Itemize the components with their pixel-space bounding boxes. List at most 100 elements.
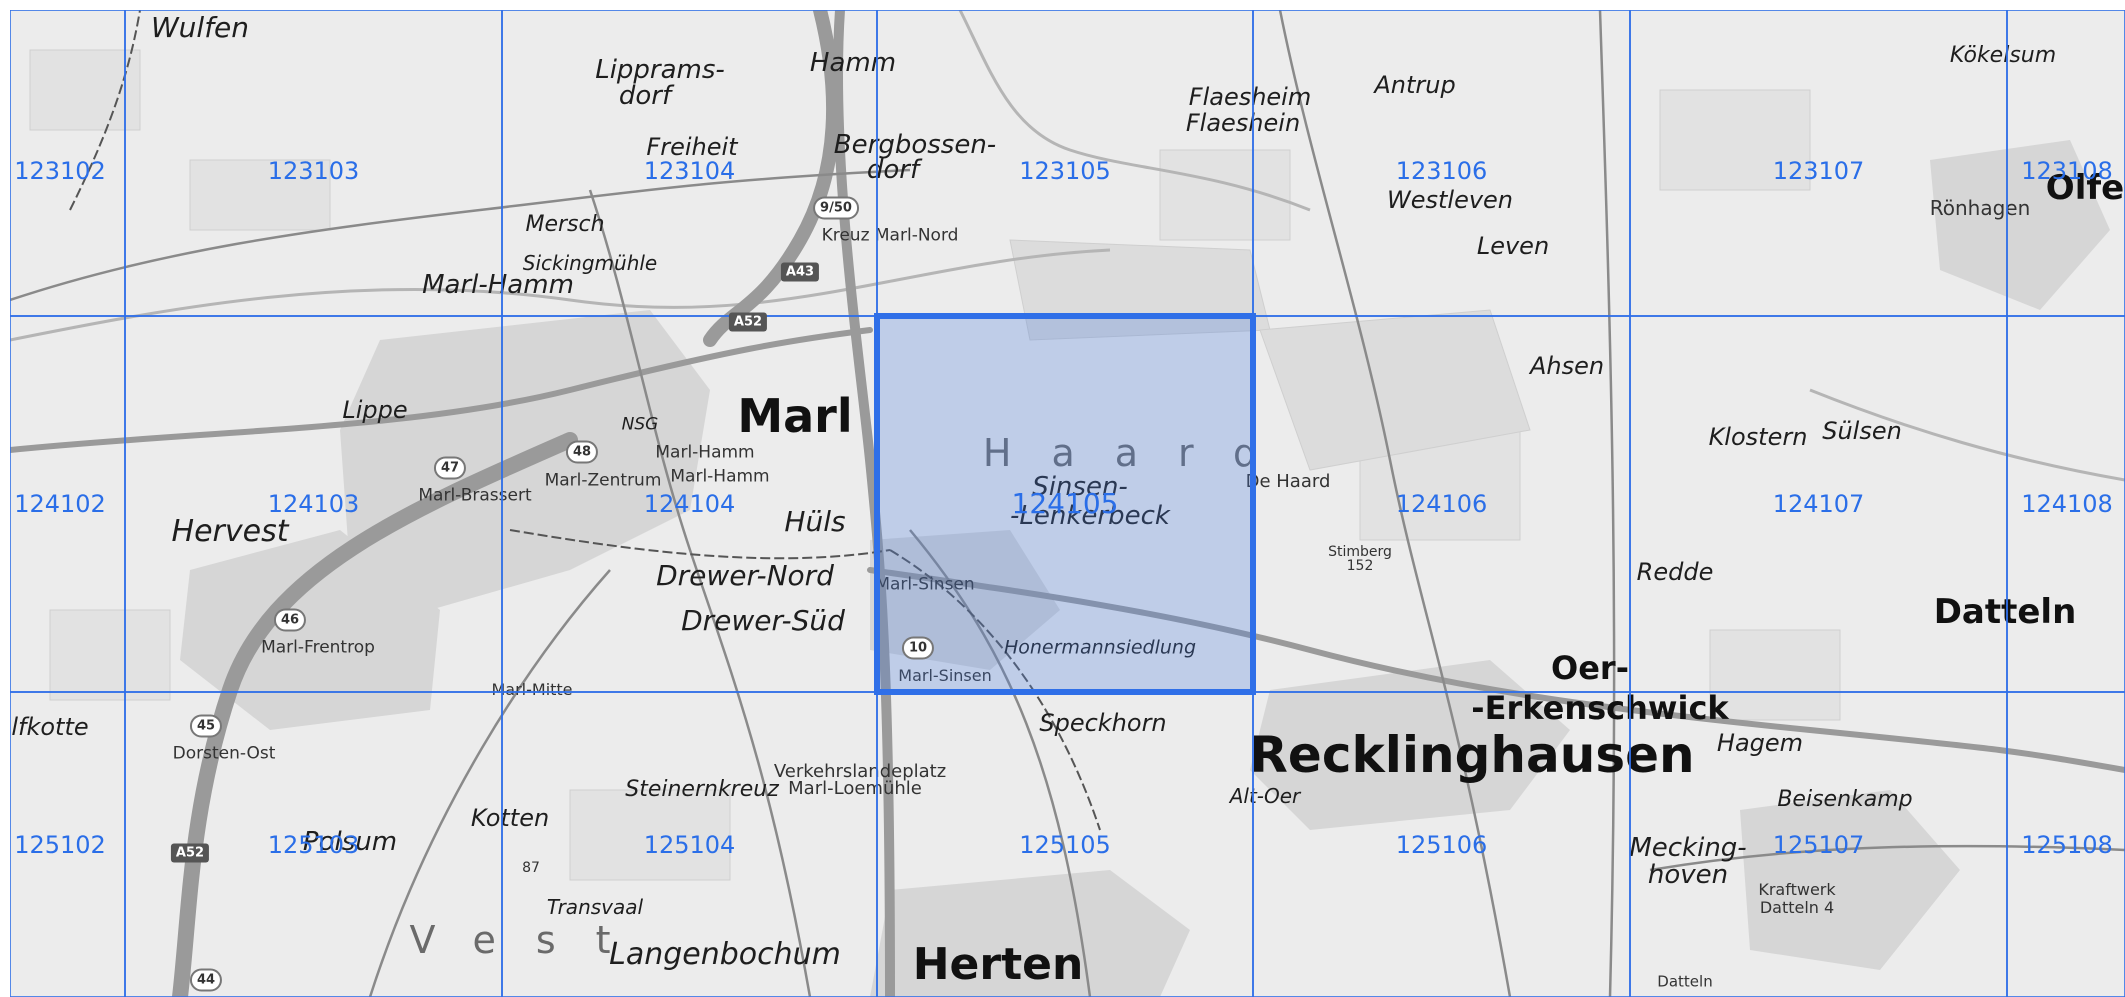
place-label-leven: Leven xyxy=(1476,232,1550,260)
place-label-verkehrs: Verkehrslandeplatz xyxy=(773,761,947,782)
place-label-ronhagen: Rönhagen xyxy=(1929,196,2031,220)
place-label-marlsinsen: Marl-Sinsen xyxy=(875,574,975,595)
place-label-lipprams: Lipprams- xyxy=(595,55,725,85)
place-label-altoer: Alt-Oer xyxy=(1229,784,1301,808)
road-badge-a43: A43 xyxy=(780,262,820,282)
place-label-klostern: Klostern xyxy=(1708,423,1808,451)
place-label-oer: Oer- xyxy=(1551,649,1629,687)
place-label-kokelsum: Kökelsum xyxy=(1949,43,2057,68)
place-label-marlmitte: Marl-Mitte xyxy=(491,680,573,699)
road-badge-r10: 10 xyxy=(901,636,935,660)
place-label-sulsen: Sülsen xyxy=(1822,417,1902,445)
road-badge-a52b: A52 xyxy=(170,843,210,863)
place-label-lenkerbeck: -Lenkerbeck xyxy=(1010,501,1170,531)
grid-cell-label-124106[interactable]: 124106 xyxy=(1395,490,1488,518)
grid-cell-label-125105[interactable]: 125105 xyxy=(1019,830,1111,859)
place-label-westleven: Westleven xyxy=(1386,186,1514,214)
grid-overlay xyxy=(10,10,2125,997)
place-label-mersch: Mersch xyxy=(525,212,605,237)
road-badge-a52a: A52 xyxy=(728,312,768,332)
place-label-bergdorf: dorf xyxy=(866,155,920,185)
place-label-nsg: NSG xyxy=(621,414,659,435)
road-badge-r44: 44 xyxy=(189,968,223,992)
place-label-beisenkamp: Beisenkamp xyxy=(1777,787,1913,812)
grid-cell-label-125104[interactable]: 125104 xyxy=(643,830,736,859)
grid-cell-label-124102[interactable]: 124102 xyxy=(14,490,106,518)
place-label-ahsen: Ahsen xyxy=(1529,352,1605,380)
grid-cell-label-123107[interactable]: 123107 xyxy=(1772,157,1865,185)
grid-cell-label-125108[interactable]: 125108 xyxy=(2021,830,2113,859)
place-label-dorstenost: Dorsten-Ost xyxy=(172,743,276,764)
place-label-drewernord: Drewer-Nord xyxy=(656,559,834,592)
place-label-hamm: Hamm xyxy=(809,48,897,78)
grid-cell-label-125103[interactable]: 125103 xyxy=(267,830,360,859)
place-label-h87: 87 xyxy=(522,860,540,876)
place-label-marlbrassert: Marl-Brassert xyxy=(418,485,532,506)
grid-cell-125108[interactable] xyxy=(2006,691,2125,997)
place-label-speckhorn: Speckhorn xyxy=(1039,709,1167,737)
place-label-stimberg_h: 152 xyxy=(1346,558,1374,574)
grid-cell-label-124103[interactable]: 124103 xyxy=(267,490,360,518)
basemap-layer xyxy=(10,10,2125,997)
grid-cell-label-123104[interactable]: 123104 xyxy=(643,157,736,185)
place-label-datteln_small: Datteln xyxy=(1657,972,1713,991)
grid-cell-label-123106[interactable]: 123106 xyxy=(1395,157,1488,185)
grid-cell-label-123103[interactable]: 123103 xyxy=(267,157,360,185)
place-label-langenbochum: Langenbochum xyxy=(609,937,841,972)
grid-cell-label-123102[interactable]: 123102 xyxy=(14,157,106,185)
place-label-hoven: hoven xyxy=(1647,860,1729,890)
place-label-kraftwerk: Kraftwerk xyxy=(1758,880,1836,899)
place-label-olfen: Olfe xyxy=(2045,168,2125,208)
road-badge-r47: 47 xyxy=(433,456,467,480)
grid-cell-label-124108[interactable]: 124108 xyxy=(2021,490,2113,518)
grid-cell-label-125106[interactable]: 125106 xyxy=(1395,830,1488,859)
grid-cell-label-124105[interactable]: 124105 xyxy=(1011,487,1119,520)
place-label-huls: Hüls xyxy=(784,505,846,538)
place-label-marlloemuhle: Marl-Loemühle xyxy=(788,778,922,799)
place-label-steinernkreuz: Steinernkreuz xyxy=(625,777,779,802)
place-label-dorf: dorf xyxy=(618,81,672,111)
place-label-recklinghausen: Recklinghausen xyxy=(1249,726,1695,784)
grid-cell-label-123105[interactable]: 123105 xyxy=(1019,157,1111,185)
place-label-marlsinsen2: Marl-Sinsen xyxy=(898,666,992,685)
road-badge-r46: 46 xyxy=(273,608,307,632)
place-label-marl: Marl xyxy=(737,389,853,443)
road-badge-r950: 9/50 xyxy=(813,196,859,220)
place-label-ifkotte: lfkotte xyxy=(11,713,89,741)
place-label-hervest: Hervest xyxy=(171,514,289,549)
place-label-polsum: Polsum xyxy=(302,827,398,857)
place-label-hagem: Hagem xyxy=(1716,729,1804,757)
place-label-marlhamm: Marl-Hamm xyxy=(422,270,574,300)
place-label-dehaard: De Haard xyxy=(1245,471,1331,492)
grid-cell-label-125107[interactable]: 125107 xyxy=(1772,830,1865,859)
place-label-drewersud: Drewer-Süd xyxy=(681,604,845,637)
place-label-vest: Vest xyxy=(409,918,651,962)
grid-cell-label-123108[interactable]: 123108 xyxy=(2021,157,2113,185)
place-label-flaesheim: Flaesheim xyxy=(1188,83,1312,111)
place-label-bergbossen: Bergbossen- xyxy=(833,130,997,160)
place-label-sinsen: Sinsen- xyxy=(1032,472,1128,502)
grid-cell-label-124107[interactable]: 124107 xyxy=(1772,490,1865,518)
grid-cell-label-124104[interactable]: 124104 xyxy=(643,490,736,518)
place-label-kreuz: Kreuz Marl-Nord xyxy=(821,225,959,246)
grid-cell-124105[interactable] xyxy=(874,313,1256,695)
grid-cell-label-125102[interactable]: 125102 xyxy=(14,830,106,859)
place-label-antrup: Antrup xyxy=(1374,71,1456,99)
road-badge-r48: 48 xyxy=(565,440,599,464)
place-label-erkenschwick: -Erkenschwick xyxy=(1471,689,1729,727)
place-label-datteln: Datteln xyxy=(1933,592,2077,632)
place-label-wulfen: Wulfen xyxy=(150,11,250,44)
place-label-flaeshein: Flaeshein xyxy=(1185,109,1301,137)
place-label-kotten: Kotten xyxy=(470,804,550,832)
place-label-marlzentrum: Marl-Zentrum xyxy=(544,470,662,491)
place-label-redde: Redde xyxy=(1636,558,1714,586)
place-label-marlhamm3: Marl-Hamm xyxy=(670,466,770,487)
road-badge-r45: 45 xyxy=(189,714,223,738)
place-label-lippe: Lippe xyxy=(342,396,408,424)
place-label-datteln4: Datteln 4 xyxy=(1759,898,1835,917)
place-label-stimberg: Stimberg xyxy=(1328,544,1392,560)
place-label-haard: Haard xyxy=(982,431,1298,475)
place-label-sickingmuhle: Sickingmühle xyxy=(522,251,658,275)
place-label-mecking: Mecking- xyxy=(1629,833,1747,863)
